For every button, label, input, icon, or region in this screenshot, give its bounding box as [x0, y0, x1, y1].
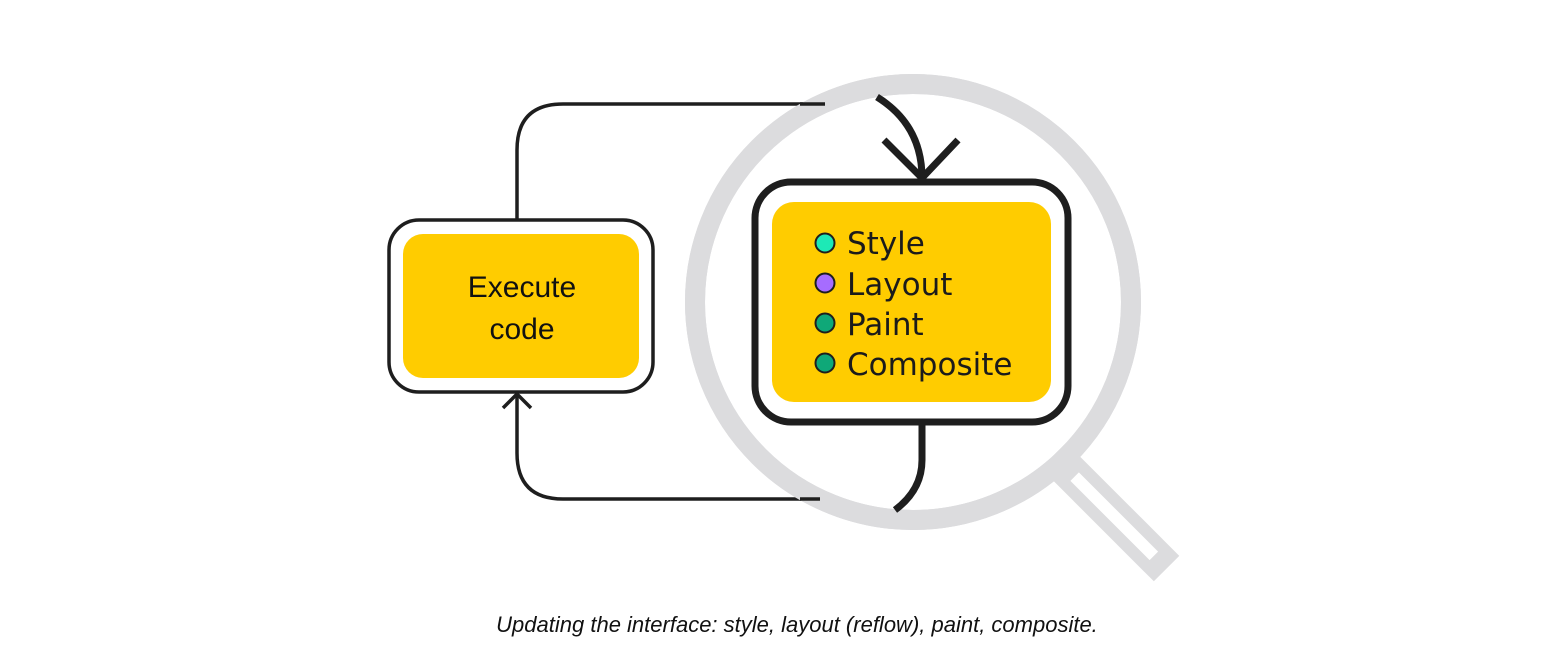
pipeline-item-layout: Layout [814, 267, 952, 303]
composite-dot-icon [814, 352, 836, 374]
pipeline-item-style: Style [814, 226, 925, 262]
paint-dot-icon [814, 312, 836, 334]
magnifier-handle [1040, 442, 1180, 582]
pipeline-item-composite: Composite [814, 347, 1012, 383]
loop-connector-bottom [515, 395, 820, 501]
render-pipeline-box: Style Layout Paint Composite [751, 178, 1072, 426]
execute-label-line2: code [489, 313, 554, 346]
execute-label-line1: Execute [468, 271, 576, 304]
loop-connector-top [515, 102, 820, 220]
loop-connector-into-render [875, 94, 926, 179]
pipeline-item-label: Composite [847, 347, 1012, 383]
style-dot-icon [814, 232, 836, 254]
loop-connector-out-render [892, 425, 926, 513]
pipeline-item-label: Style [847, 226, 925, 262]
execute-code-box: Execute code [387, 218, 655, 394]
layout-dot-icon [814, 272, 836, 294]
pipeline-item-paint: Paint [814, 307, 924, 343]
pipeline-item-label: Layout [847, 267, 952, 303]
arrow-up-icon [501, 391, 533, 410]
figure-caption: Updating the interface: style, layout (r… [496, 612, 1098, 637]
pipeline-item-label: Paint [847, 307, 924, 343]
arrow-down-icon [881, 137, 961, 184]
